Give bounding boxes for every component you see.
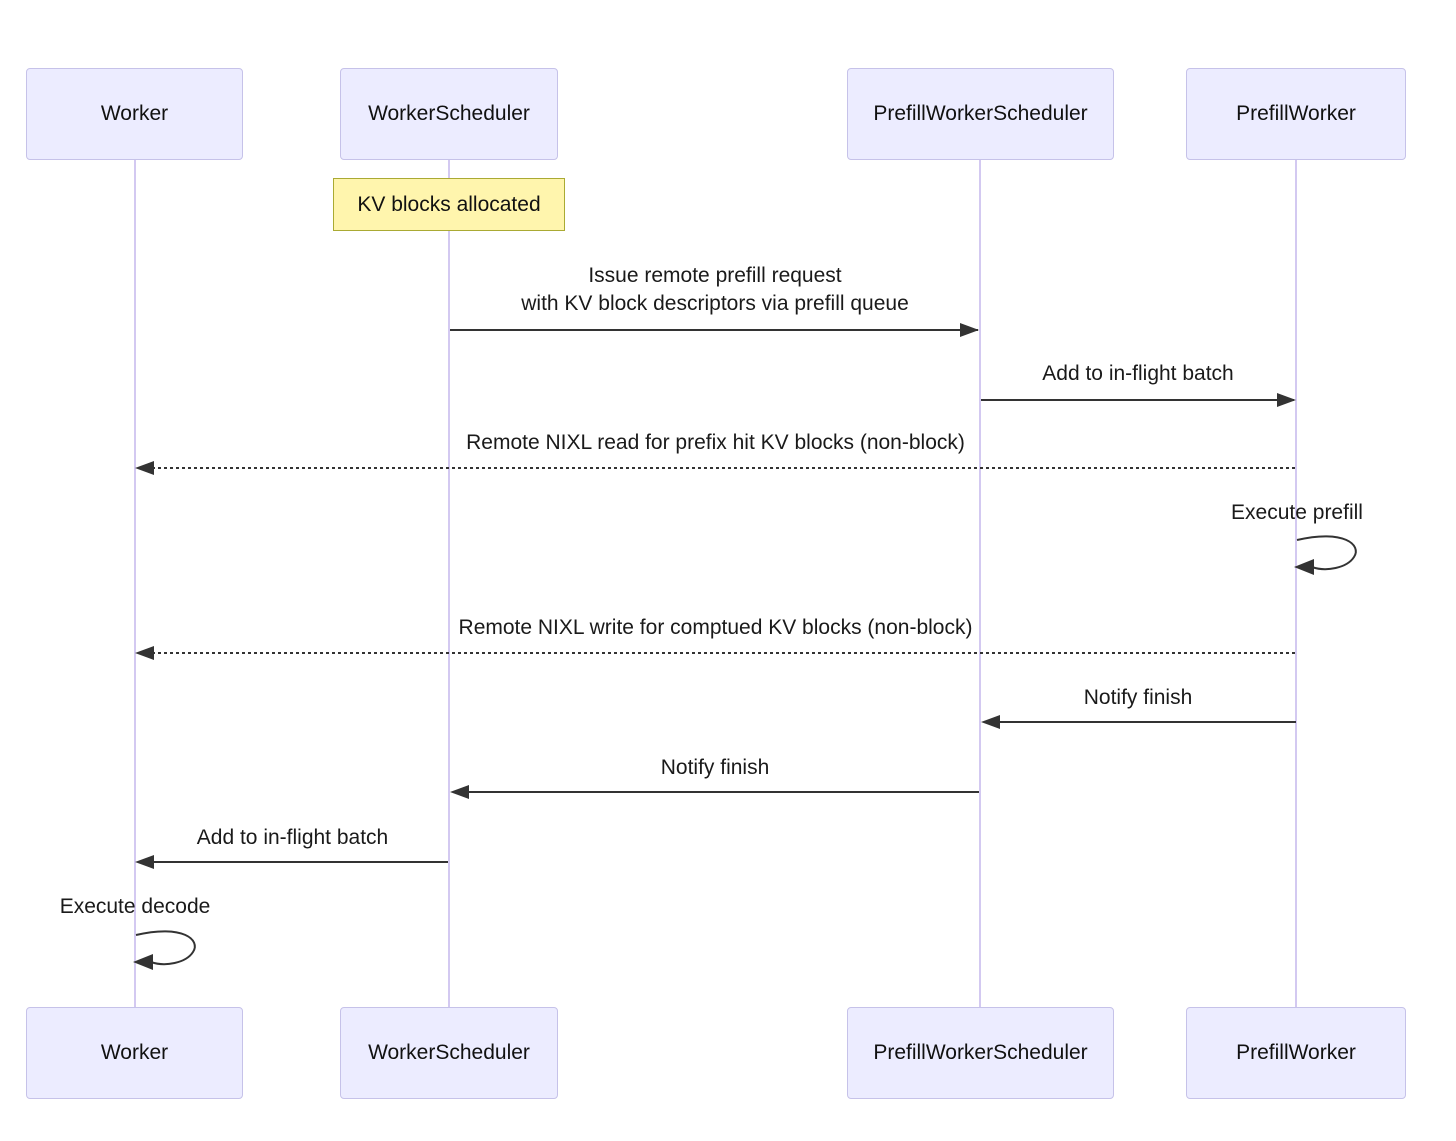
arrowhead-left-icon <box>135 855 154 869</box>
actor-bottom-prefillworker: PrefillWorker <box>1186 1007 1406 1099</box>
arrowhead-left-icon <box>135 646 154 660</box>
arrowhead-left-icon <box>135 461 154 475</box>
message-line-add-to-inflight-batch-2 <box>152 861 448 863</box>
lifeline-prefillworker <box>1295 160 1297 1007</box>
lifeline-workerscheduler <box>448 160 450 1007</box>
message-label-add-to-inflight-batch-2: Add to in-flight batch <box>196 826 389 849</box>
actor-top-workerscheduler: WorkerScheduler <box>340 68 558 160</box>
arrowhead-left-icon <box>450 785 469 799</box>
message-line-notify-finish-2 <box>467 791 979 793</box>
self-loop-arrow <box>1294 535 1357 575</box>
message-label-notify-finish-2: Notify finish <box>660 756 770 779</box>
actor-top-worker: Worker <box>26 68 243 160</box>
message-label-issue-remote-prefill: Issue remote prefill request with KV blo… <box>450 262 980 318</box>
actor-bottom-worker: Worker <box>26 1007 243 1099</box>
message-line-notify-finish-1 <box>998 721 1296 723</box>
arrowhead-left-icon <box>981 715 1000 729</box>
message-label-remote-nixl-read: Remote NIXL read for prefix hit KV block… <box>466 431 965 454</box>
message-line-issue-remote-prefill <box>450 329 978 331</box>
actor-label: PrefillWorker <box>1236 102 1356 125</box>
self-loop-arrow <box>133 930 196 970</box>
actor-label: PrefillWorker <box>1236 1041 1356 1064</box>
message-label-line1: Issue remote prefill request <box>588 264 842 287</box>
actor-label: WorkerScheduler <box>368 102 530 125</box>
note-label: KV blocks allocated <box>357 192 541 216</box>
self-message-label-execute-prefill: Execute prefill <box>1231 501 1363 524</box>
lifeline-worker <box>134 160 136 1007</box>
lifeline-prefillworkerscheduler <box>979 160 981 1007</box>
actor-label: Worker <box>100 1041 169 1064</box>
arrowhead-right-icon <box>960 323 979 337</box>
message-label-notify-finish-1: Notify finish <box>1083 686 1193 709</box>
actor-top-prefillworkerscheduler: PrefillWorkerScheduler <box>847 68 1114 160</box>
message-line-add-to-inflight-batch-1 <box>981 399 1294 401</box>
actor-top-prefillworker: PrefillWorker <box>1186 68 1406 160</box>
arrowhead-right-icon <box>1277 393 1296 407</box>
actor-bottom-workerscheduler: WorkerScheduler <box>340 1007 558 1099</box>
message-label-remote-nixl-write: Remote NIXL write for comptued KV blocks… <box>458 616 973 639</box>
message-label-line2: with KV block descriptors via prefill qu… <box>521 292 909 315</box>
note-kv-blocks-allocated: KV blocks allocated <box>333 178 565 231</box>
actor-label: PrefillWorkerScheduler <box>873 102 1088 125</box>
self-message-label-execute-decode: Execute decode <box>59 895 211 918</box>
message-line-remote-nixl-write <box>152 652 1296 654</box>
message-label-add-to-inflight-batch-1: Add to in-flight batch <box>1042 362 1234 385</box>
actor-label: Worker <box>100 102 169 125</box>
actor-bottom-prefillworkerscheduler: PrefillWorkerScheduler <box>847 1007 1114 1099</box>
message-line-remote-nixl-read <box>152 467 1296 469</box>
actor-label: WorkerScheduler <box>368 1041 530 1064</box>
actor-label: PrefillWorkerScheduler <box>873 1041 1088 1064</box>
